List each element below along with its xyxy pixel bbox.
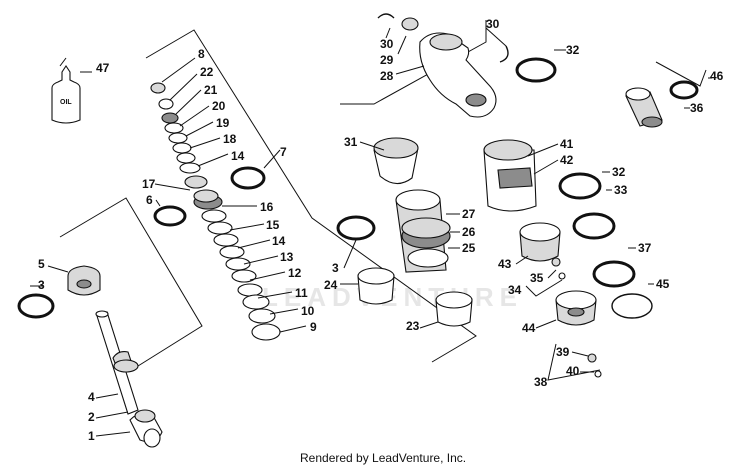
callout-1: 1	[88, 429, 95, 443]
callout-24: 24	[324, 278, 338, 292]
callout-25: 25	[462, 241, 476, 255]
callout-46: 46	[710, 69, 724, 83]
reservoir-head	[401, 17, 497, 118]
callout-37: 37	[638, 241, 652, 255]
callout-41: 41	[560, 137, 574, 151]
damper-body	[395, 189, 451, 273]
callout-34: 34	[508, 283, 522, 297]
rod-assembly-bracket	[59, 197, 203, 367]
callout-30-right: 30	[486, 17, 500, 31]
shaft-eyelet	[129, 409, 163, 448]
callout-21: 21	[204, 83, 218, 97]
circlip-left	[377, 13, 395, 19]
reservoir-end-cap	[555, 290, 597, 326]
valve-shim-stack	[150, 82, 281, 341]
callout-16: 16	[260, 200, 274, 214]
floating-piston	[519, 222, 561, 262]
callout-32-right: 32	[612, 165, 626, 179]
callout-17: 17	[142, 177, 156, 191]
callout-43: 43	[498, 257, 512, 271]
schrader-valve	[551, 257, 566, 280]
bushing-cup	[357, 267, 395, 305]
reservoir-can	[483, 139, 537, 212]
callout-11: 11	[295, 286, 308, 300]
bushing-sleeve	[435, 291, 473, 327]
callout-27: 27	[462, 207, 476, 221]
callout-10: 10	[301, 304, 315, 318]
oil-label: OIL	[60, 99, 72, 106]
callout-13: 13	[280, 250, 294, 264]
bump-stop	[67, 265, 101, 296]
reservoir-seal	[515, 57, 557, 83]
callout-47: 47	[96, 61, 110, 75]
callout-31: 31	[344, 135, 358, 149]
callout-14-top: 14	[231, 149, 245, 163]
piston-ring	[153, 205, 187, 227]
callout-2: 2	[88, 410, 95, 424]
callout-19: 19	[216, 116, 230, 130]
footer-credit: Rendered by LeadVenture, Inc.	[300, 451, 466, 465]
callout-18: 18	[223, 132, 237, 146]
callout-23: 23	[406, 319, 420, 333]
wear-band-left	[17, 293, 55, 319]
backup-ring	[611, 293, 653, 319]
callout-20: 20	[212, 99, 226, 113]
valve-stack-bracket	[145, 29, 477, 363]
callout-33: 33	[614, 183, 628, 197]
callout-14-mid: 14	[272, 234, 286, 248]
reservoir-valve	[625, 87, 663, 128]
valve-bracket-right	[655, 61, 707, 87]
callout-12: 12	[288, 266, 302, 280]
callout-9: 9	[310, 320, 317, 334]
wear-band-center	[336, 215, 376, 241]
callout-26: 26	[462, 225, 476, 239]
valve-o-ring	[669, 80, 699, 100]
callout-39: 39	[556, 345, 570, 359]
oil-bottle: OIL	[51, 57, 81, 124]
reservoir-ring	[558, 172, 602, 200]
callout-5: 5	[38, 257, 45, 271]
damper-shaft	[95, 310, 139, 415]
reservoir-band	[572, 212, 616, 240]
callout-32-top: 32	[566, 43, 580, 57]
callout-6: 6	[146, 193, 153, 207]
callout-45: 45	[656, 277, 670, 291]
callout-28: 28	[380, 69, 394, 83]
callout-30-left: 30	[380, 37, 394, 51]
callout-29: 29	[380, 53, 394, 67]
fitting-group-bracket	[547, 343, 601, 381]
callout-35: 35	[530, 271, 544, 285]
callout-4: 4	[88, 390, 95, 404]
callout-15: 15	[266, 218, 280, 232]
piston-band	[230, 166, 266, 190]
callout-42: 42	[560, 153, 574, 167]
callout-3-center: 3	[332, 261, 339, 275]
cap-seal	[592, 260, 636, 288]
callout-38: 38	[534, 375, 548, 389]
callout-7: 7	[280, 145, 287, 159]
callout-8: 8	[198, 47, 205, 61]
valve-fitting	[587, 353, 602, 378]
callout-44: 44	[522, 321, 536, 335]
callout-36: 36	[690, 101, 704, 115]
callout-40: 40	[566, 364, 580, 378]
callout-22: 22	[200, 65, 214, 79]
valve-core-bracket	[525, 279, 563, 297]
callout-3-left: 3	[38, 278, 45, 292]
dust-cover	[373, 137, 419, 185]
circlip-right	[499, 45, 509, 63]
